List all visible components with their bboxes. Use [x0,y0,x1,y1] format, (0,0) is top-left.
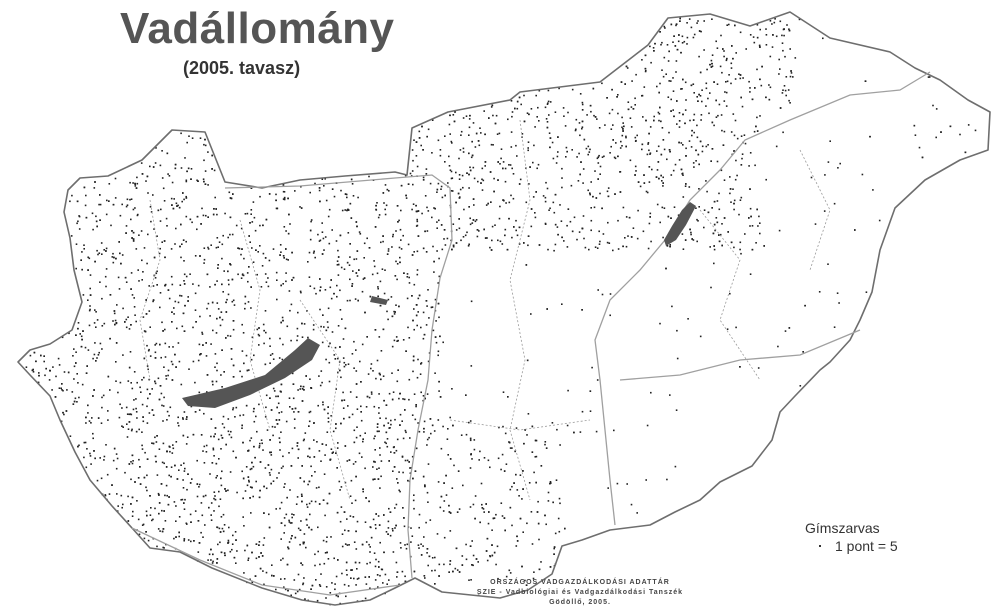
velence-lake [370,296,388,305]
legend-species: Gímszarvas [805,520,880,536]
country-border [17,11,991,606]
legend-dot-icon [819,545,821,547]
danube-river [224,174,453,579]
tisza-lake [664,202,696,246]
source-line-3: Gödöllő, 2005. [549,599,611,606]
drava-river [131,527,401,596]
data-source: ORSZÁGOS VADGAZDÁLKODÁSI ADATTÁR SZIE - … [440,578,720,608]
county-borders [139,119,831,501]
source-line-1: ORSZÁGOS VADGAZDÁLKODÁSI ADATTÁR [490,579,670,586]
source-line-2: SZIE - Vadbiológiai és Vadgazdálkodási T… [476,589,684,596]
legend-scale: 1 pont = 5 [835,538,898,554]
map-title: Vadállomány [120,4,395,53]
tisza-river [594,71,931,526]
deer-dot-layer [25,17,977,606]
legend-scale-row: 1 pont = 5 [805,537,898,555]
map-subtitle: (2005. tavasz) [183,58,301,78]
rivers [131,71,931,596]
legend: Gímszarvas 1 pont = 5 [805,519,898,555]
koros-river [619,329,861,381]
balaton-lake [182,338,320,408]
